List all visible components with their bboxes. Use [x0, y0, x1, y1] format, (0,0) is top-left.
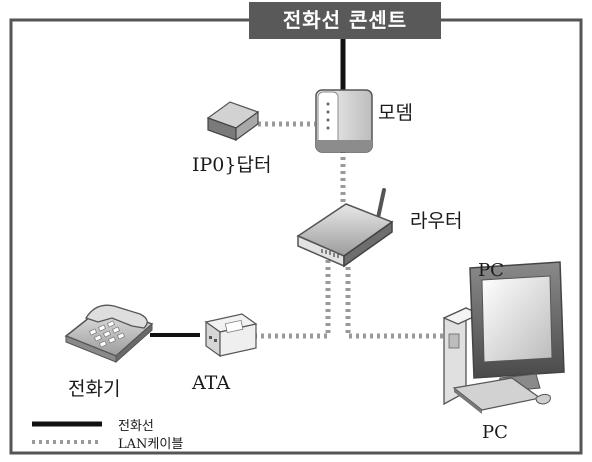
telephone-icon	[64, 304, 154, 364]
legend-lan-label: LAN케이블	[118, 437, 184, 452]
legend-phone-line-label: 전화선	[118, 419, 154, 434]
lan-router-pc	[345, 260, 445, 339]
pc-icon	[442, 261, 565, 414]
ip-adapter-icon	[206, 101, 260, 142]
router-icon	[296, 188, 394, 268]
ata-icon	[204, 313, 258, 358]
phone-label: 전화기	[68, 378, 121, 400]
ata-label: ATA	[192, 372, 231, 394]
router-label: 라우터	[410, 210, 463, 232]
lan-router-ata	[256, 260, 331, 339]
pc-top-label: PC	[478, 260, 504, 281]
modem-label: 모뎀	[378, 102, 413, 124]
outlet-header: 전화선 콘센트	[249, 2, 441, 39]
lan-cables	[256, 121, 445, 339]
pc-bottom-label: PC	[482, 422, 508, 443]
ip-adapter-label: IP0}답터	[192, 154, 272, 176]
modem-icon	[315, 89, 373, 153]
